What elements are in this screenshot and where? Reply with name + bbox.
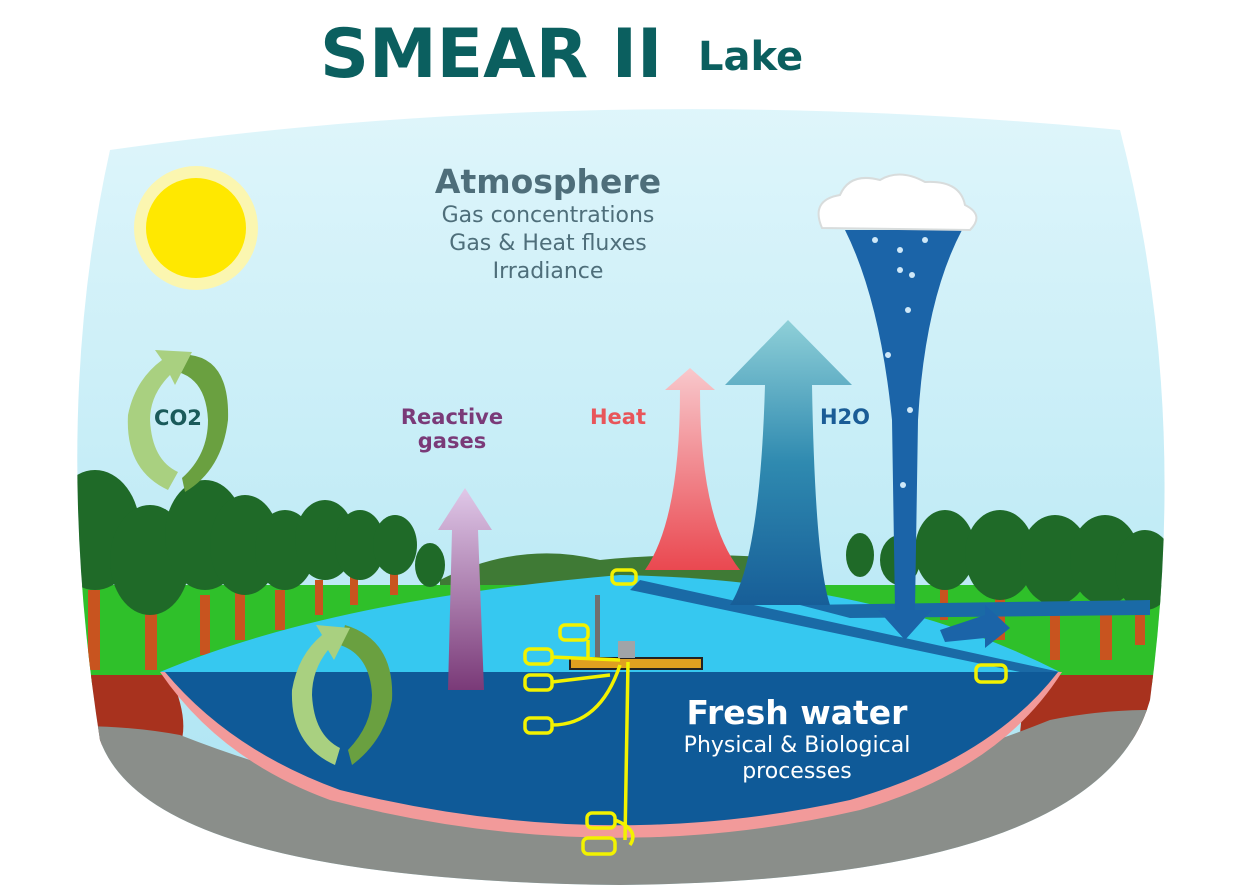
- atmosphere-line: Gas concentrations: [442, 203, 655, 228]
- sensors: [523, 568, 1008, 856]
- subtitle: Lake: [698, 34, 803, 80]
- bedrock: [77, 710, 1165, 885]
- water-cycle-icon: [291, 625, 393, 765]
- reactive-gases-label-2: gases: [418, 429, 486, 453]
- fresh-water-heading: Fresh water: [687, 693, 909, 732]
- h2o-flux-arrow: [725, 320, 852, 605]
- heat-label: Heat: [590, 405, 646, 429]
- co2-cycle-icon: [127, 350, 229, 492]
- atmosphere-line: Irradiance: [493, 259, 604, 284]
- sun-icon: [146, 178, 246, 278]
- reactive-gases-label: Reactive: [401, 405, 503, 429]
- fresh-water-line: Physical & Biological: [684, 733, 911, 758]
- co2-label: CO2: [154, 406, 202, 430]
- atmosphere-heading: Atmosphere: [435, 162, 661, 201]
- cloud-icon: [817, 173, 978, 232]
- lake-surface: [160, 575, 1060, 672]
- runoff-arrow: [940, 605, 1010, 648]
- precipitation-funnel: [845, 230, 962, 640]
- forest-left: [77, 470, 445, 670]
- atmosphere-line: Gas & Heat fluxes: [449, 231, 646, 256]
- reactive-gases-arrow: [438, 488, 492, 690]
- mast: [595, 595, 600, 660]
- h2o-label: H2O: [820, 405, 870, 429]
- fresh-water-line: processes: [742, 759, 852, 784]
- station-box: [618, 641, 635, 658]
- raindrops: [872, 237, 928, 488]
- heat-arrow: [645, 368, 740, 570]
- jetty: [569, 657, 703, 670]
- title: SMEAR II: [320, 15, 662, 94]
